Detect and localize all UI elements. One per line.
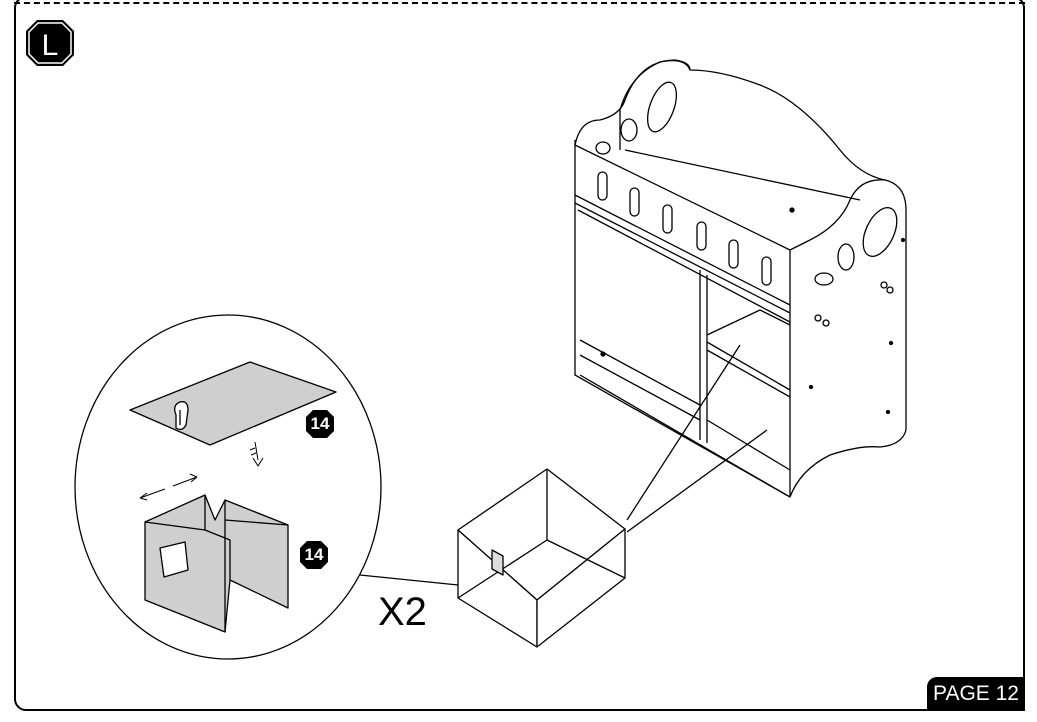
part-number: 14 xyxy=(304,545,324,564)
page-border xyxy=(14,0,1025,711)
part-number-badge: 14 xyxy=(305,409,335,439)
leader-line-lower xyxy=(626,429,768,533)
step-letter: L xyxy=(42,29,59,62)
unfold-arrows-icon xyxy=(139,473,198,501)
storage-box-drawing xyxy=(457,468,626,648)
octagon-badge-icon xyxy=(306,410,334,438)
page-number-label: PAGE 12 xyxy=(927,677,1025,711)
fold-arrow-icon xyxy=(249,441,264,467)
part-number-badge: 14 xyxy=(299,540,329,570)
step-badge: L xyxy=(25,19,75,67)
quantity-label: X2 xyxy=(378,590,427,634)
octagon-badge-icon: L xyxy=(26,20,74,66)
flat-panel-drawing xyxy=(129,361,337,446)
octagon-badge-icon xyxy=(300,541,328,569)
callout-line xyxy=(359,574,459,586)
folded-panel-drawing xyxy=(144,494,289,633)
shelf-unit-drawing xyxy=(574,59,907,498)
cut-line xyxy=(14,2,1025,4)
part-number: 14 xyxy=(310,414,330,433)
leader-line-upper xyxy=(626,344,741,521)
